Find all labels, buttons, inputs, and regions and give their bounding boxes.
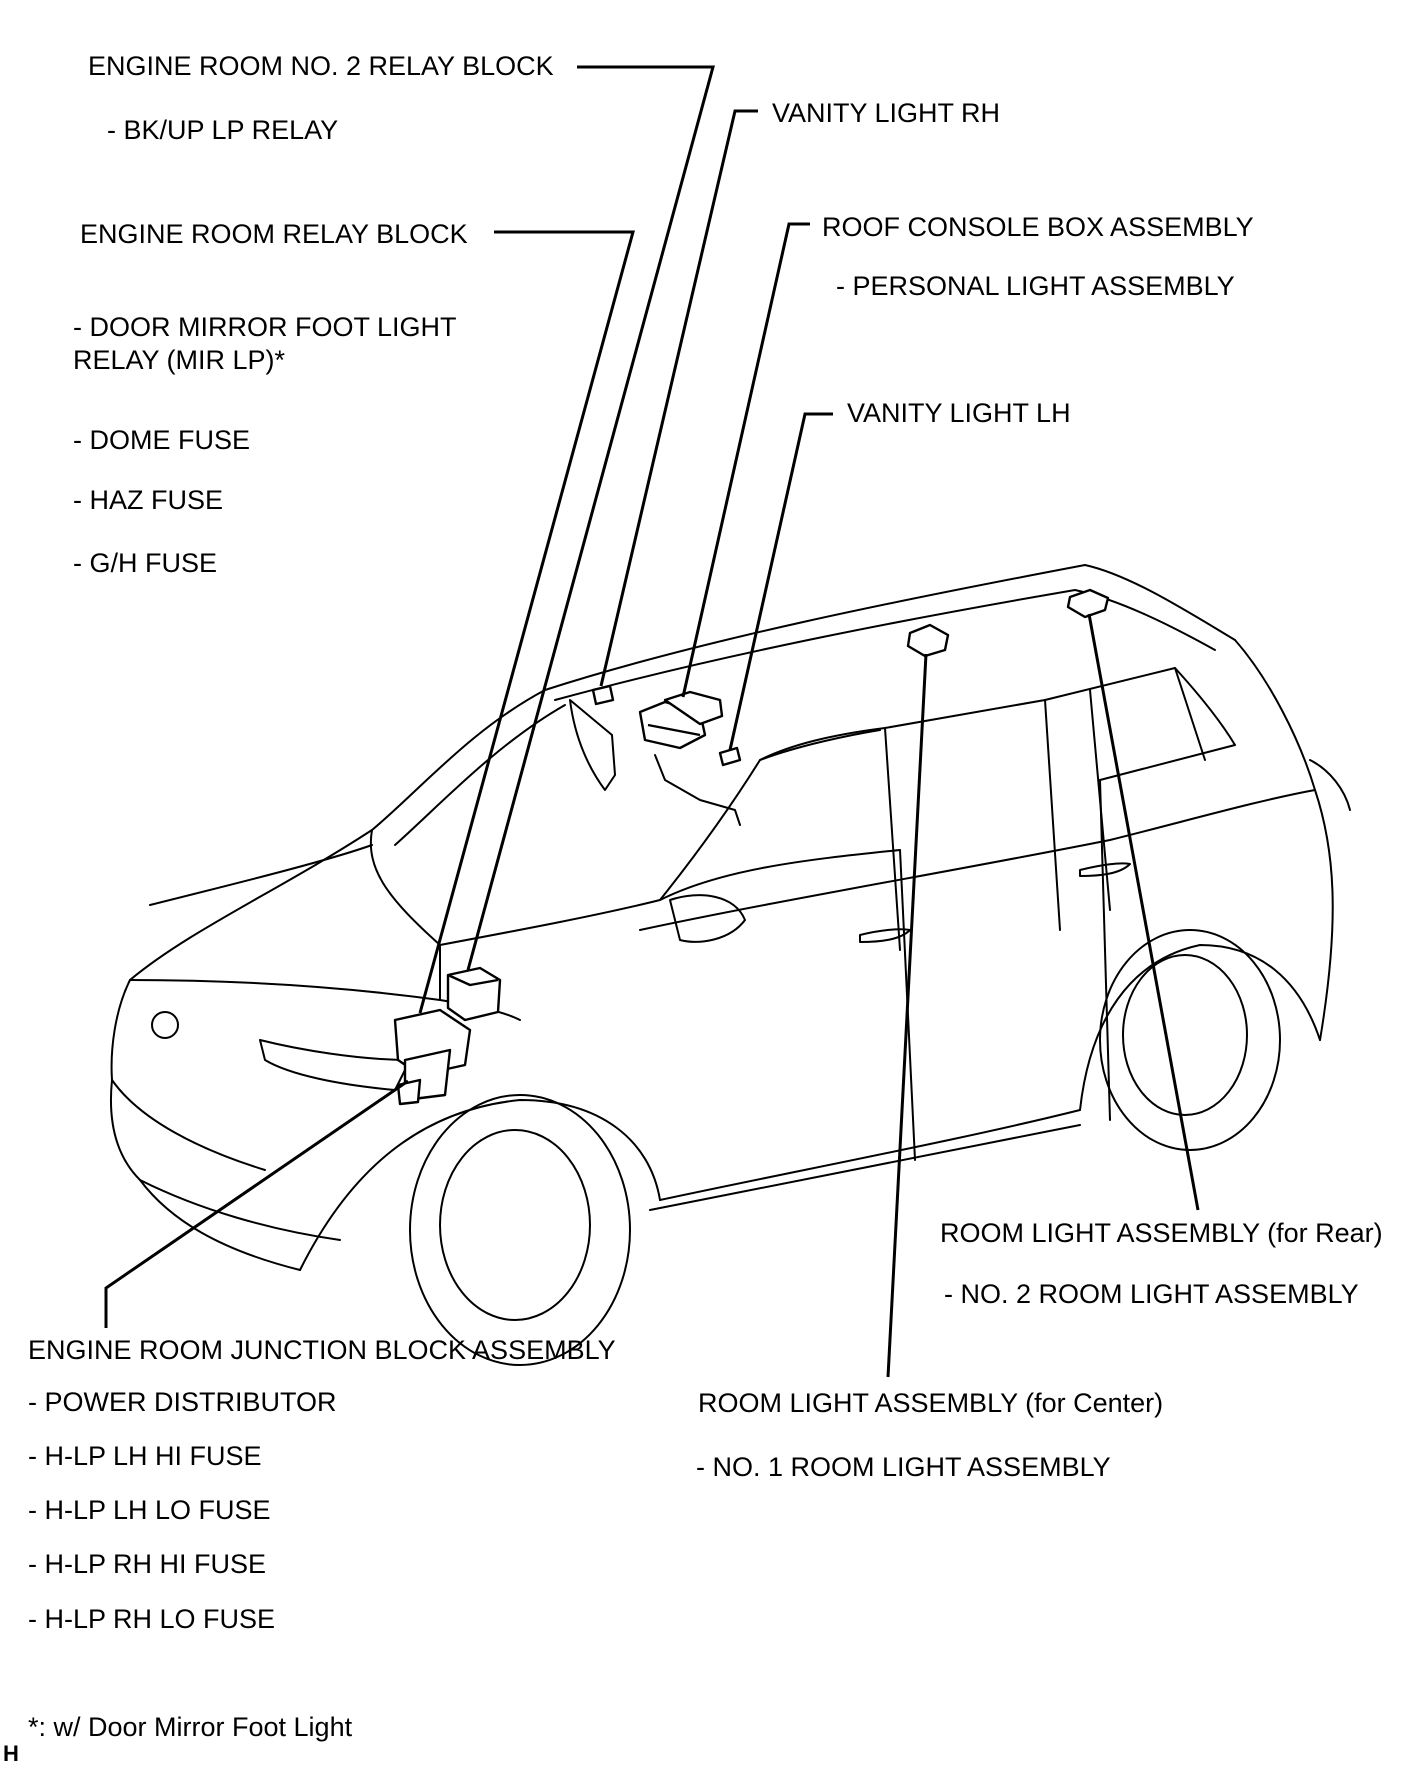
label-hlp-rh-lo-fuse: - H-LP RH LO FUSE (28, 1604, 276, 1634)
corner-mark: H (3, 1741, 19, 1766)
vehicle-body-outline (109, 564, 1351, 1366)
vanity-light-rh-part (569, 684, 616, 791)
footnote: *: w/ Door Mirror Foot Light (28, 1712, 353, 1742)
label-personal-light: - PERSONAL LIGHT ASSEMBLY (836, 271, 1235, 301)
roof-console-box-part (638, 690, 724, 750)
leader-lines (104, 65, 1200, 1378)
engine-room-no2-relay-block-part (446, 966, 502, 1022)
room-light-center-part (906, 623, 950, 658)
label-room-light-center: ROOM LIGHT ASSEMBLY (for Center) (698, 1388, 1164, 1418)
label-hlp-rh-hi-fuse: - H-LP RH HI FUSE (28, 1549, 267, 1579)
label-engine-room-relay-block: ENGINE ROOM RELAY BLOCK (80, 219, 468, 249)
vanity-light-lh-part (654, 746, 742, 826)
label-dome-fuse: - DOME FUSE (73, 425, 251, 455)
engine-room-junction-block-part (393, 1008, 472, 1106)
label-vanity-light-rh: VANITY LIGHT RH (772, 98, 1001, 128)
label-no2-room-light: - NO. 2 ROOM LIGHT ASSEMBLY (944, 1279, 1359, 1309)
label-bk-up-lp-relay: - BK/UP LP RELAY (107, 115, 339, 145)
label-vanity-light-lh: VANITY LIGHT LH (847, 398, 1071, 428)
label-engine-room-no2-relay-block: ENGINE ROOM NO. 2 RELAY BLOCK (88, 51, 554, 81)
label-haz-fuse: - HAZ FUSE (73, 485, 224, 515)
label-engine-room-junction-block: ENGINE ROOM JUNCTION BLOCK ASSEMBLY (28, 1335, 616, 1365)
label-door-mirror-relay-line2: RELAY (MIR LP)* (73, 345, 286, 375)
label-power-distributor: - POWER DISTRIBUTOR (28, 1387, 337, 1417)
label-roof-console-box: ROOF CONSOLE BOX ASSEMBLY (822, 212, 1254, 242)
label-no1-room-light: - NO. 1 ROOM LIGHT ASSEMBLY (696, 1452, 1111, 1482)
label-room-light-rear: ROOM LIGHT ASSEMBLY (for Rear) (940, 1218, 1383, 1248)
label-gh-fuse: - G/H FUSE (73, 548, 218, 578)
label-hlp-lh-hi-fuse: - H-LP LH HI FUSE (28, 1441, 262, 1471)
label-hlp-lh-lo-fuse: - H-LP LH LO FUSE (28, 1495, 271, 1525)
label-door-mirror-relay-line1: - DOOR MIRROR FOOT LIGHT (73, 312, 457, 342)
room-light-rear-part (1066, 588, 1110, 619)
